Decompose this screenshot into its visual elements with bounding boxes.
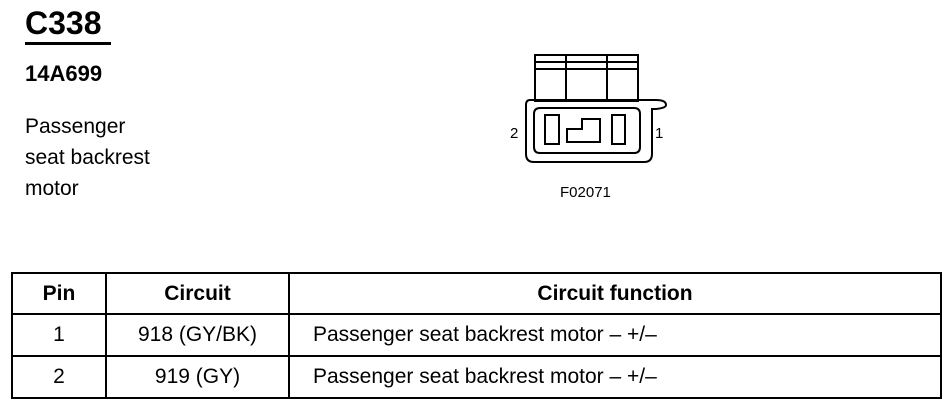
circuit-cell: 918 (GY/BK) bbox=[105, 313, 290, 357]
pin-cell: 1 bbox=[11, 313, 107, 357]
pin-label-1: 1 bbox=[655, 125, 663, 142]
connector-body-outline bbox=[525, 99, 668, 163]
description-line: Passenger bbox=[25, 115, 126, 138]
description-line: motor bbox=[25, 177, 79, 200]
description-line: seat backrest bbox=[25, 146, 150, 169]
pinout-table: Pin Circuit Circuit function 1 918 (GY/B… bbox=[11, 272, 942, 399]
pin-cell: 2 bbox=[11, 355, 107, 399]
table-row: 2 919 (GY) Passenger seat backrest motor… bbox=[11, 355, 942, 399]
pin-terminal-2 bbox=[544, 114, 560, 145]
column-header-circuit: Circuit bbox=[105, 272, 290, 315]
pin-label-2: 2 bbox=[510, 125, 518, 142]
table-header-row: Pin Circuit Circuit function bbox=[11, 272, 942, 315]
circuit-cell: 919 (GY) bbox=[105, 355, 290, 399]
connector-description: Passenger seat backrest motor bbox=[25, 111, 225, 204]
connector-face-diagram: 2 1 bbox=[510, 54, 668, 163]
pin-terminal-1 bbox=[611, 114, 626, 145]
connector-key bbox=[566, 118, 601, 143]
circuit-function-cell: Passenger seat backrest motor – +/– bbox=[288, 355, 942, 399]
connector-wire-harness bbox=[534, 54, 639, 102]
column-header-pin: Pin bbox=[11, 272, 107, 315]
title-underline bbox=[25, 42, 111, 45]
part-number: 14A699 bbox=[25, 61, 103, 86]
figure-code: F02071 bbox=[560, 184, 611, 201]
circuit-function-cell: Passenger seat backrest motor – +/– bbox=[288, 313, 942, 357]
connector-id: C338 bbox=[25, 5, 102, 41]
table-row: 1 918 (GY/BK) Passenger seat backrest mo… bbox=[11, 313, 942, 357]
column-header-circuit-function: Circuit function bbox=[288, 272, 942, 315]
connector-inner-outline bbox=[533, 107, 641, 154]
